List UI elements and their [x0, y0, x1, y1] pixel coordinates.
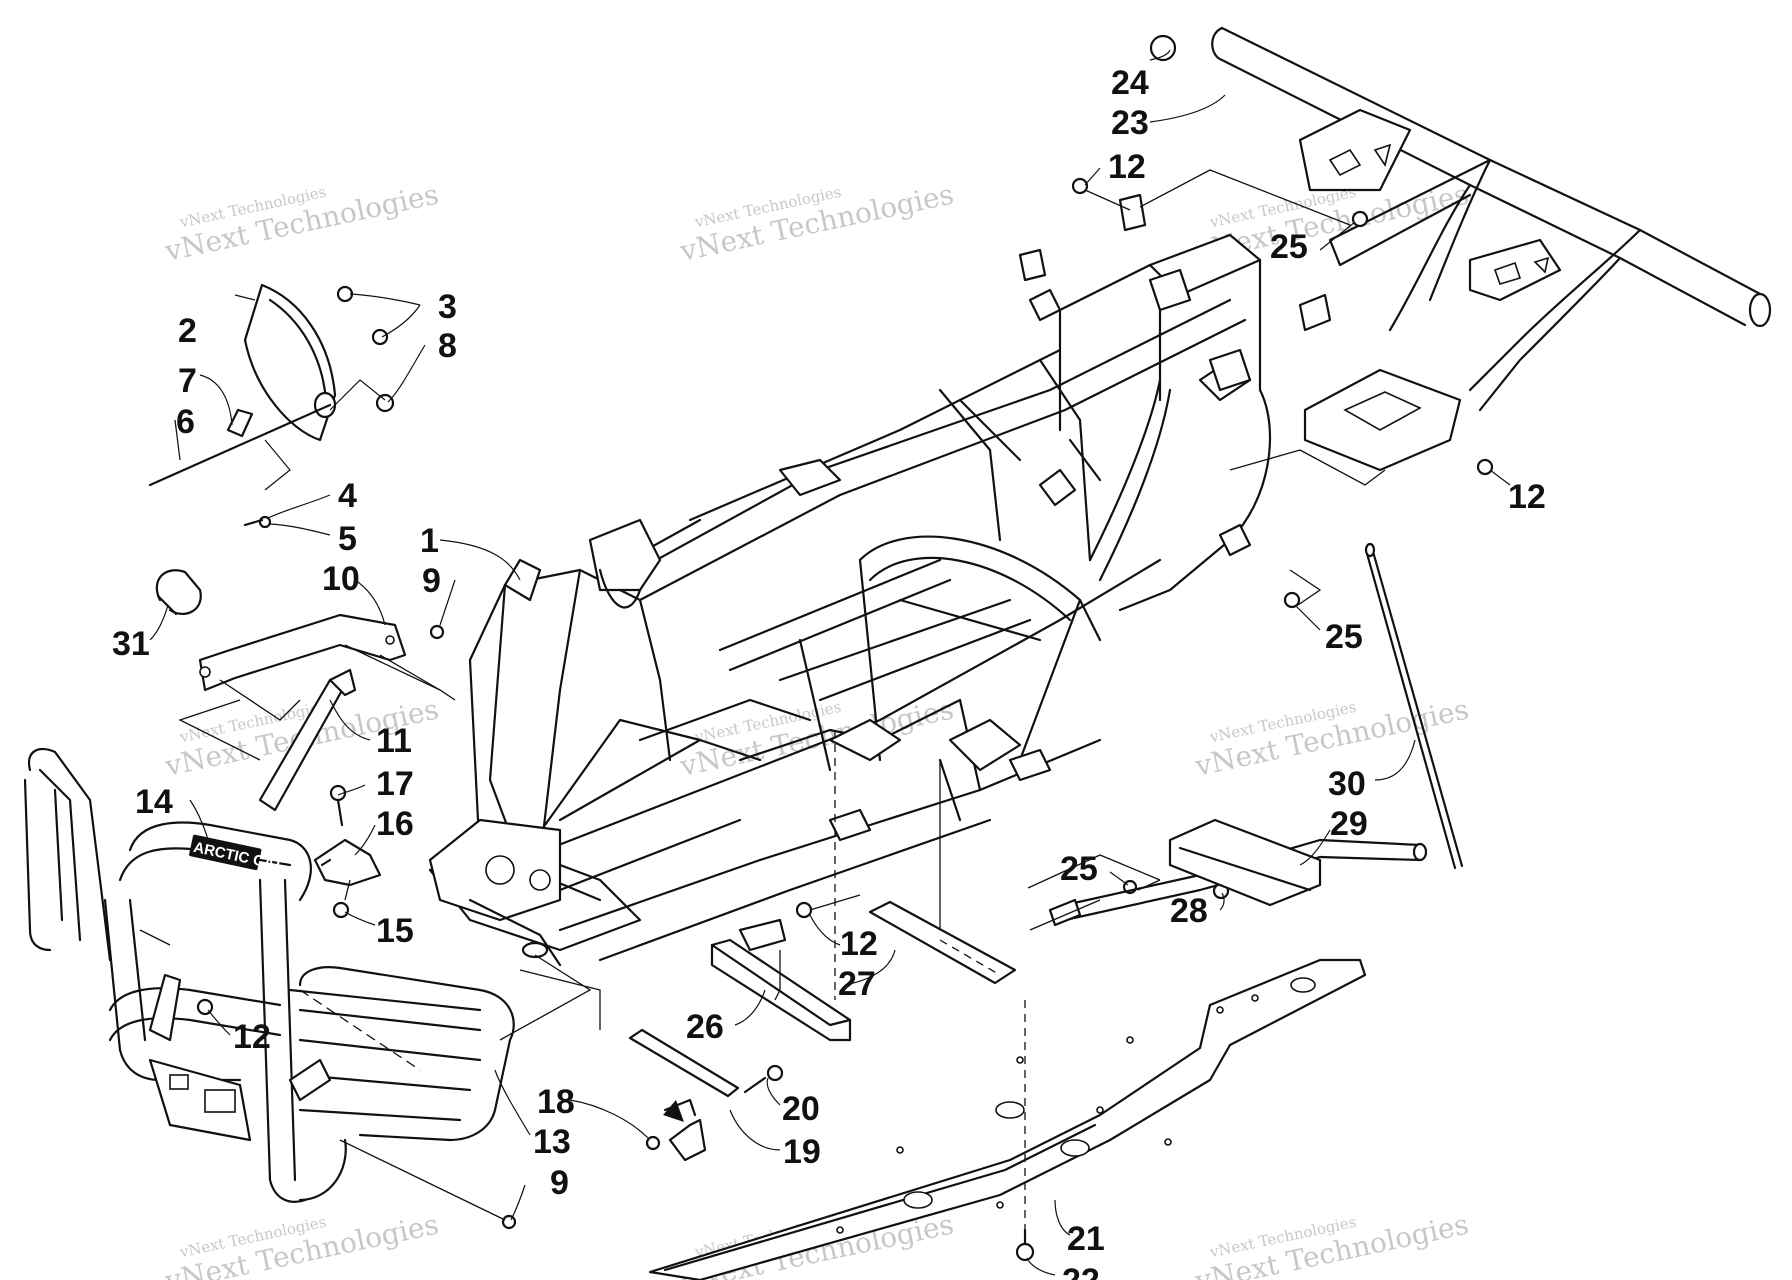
callout-13: 13	[533, 1123, 571, 1161]
callout-14: 14	[135, 783, 173, 821]
callout-25: 25	[1325, 618, 1363, 656]
callout-17: 17	[376, 765, 414, 803]
callout-25: 25	[1270, 228, 1308, 266]
bracket-19	[628, 1028, 740, 1162]
callout-30: 30	[1328, 765, 1366, 803]
strap-31	[155, 569, 202, 616]
callout-29: 29	[1330, 805, 1368, 843]
callout-26: 26	[686, 1008, 724, 1046]
headlight-assembly	[148, 283, 395, 529]
callout-9: 9	[550, 1164, 569, 1202]
brace-rod-30	[1364, 542, 1464, 870]
callout-22: 22	[1062, 1262, 1100, 1280]
watermark: vNext Technologies vNext Technologies	[677, 178, 957, 268]
callout-11: 11	[376, 722, 412, 760]
callout-12: 12	[233, 1018, 271, 1056]
callout-3: 3	[438, 288, 457, 326]
bolt-12	[1071, 177, 1089, 195]
stud-22	[1015, 1242, 1035, 1262]
callout-19: 19	[783, 1133, 821, 1171]
watermark: vNext Technologies vNext Technologies	[162, 178, 442, 268]
callout-27: 27	[838, 965, 876, 1003]
callout-4: 4	[338, 477, 357, 515]
bolt-9	[501, 1214, 517, 1230]
callout-25: 25	[1060, 850, 1098, 888]
support-brackets	[198, 613, 445, 812]
arctic-cat-badge: ARCTIC CAT	[189, 834, 284, 874]
nut-15	[332, 901, 350, 919]
front-bumper: ARCTIC CAT	[23, 747, 515, 1203]
phantom-lines	[139, 169, 1386, 1244]
bolt-20	[766, 1064, 784, 1082]
callout-12: 12	[1508, 478, 1546, 516]
callout-2: 2	[178, 312, 197, 350]
callout-9: 9	[422, 562, 441, 600]
rear-rack	[1149, 26, 1772, 472]
callout-7: 7	[178, 362, 197, 400]
skid-pad-26	[710, 938, 852, 1042]
leader-lines	[149, 49, 1511, 1276]
nut-25	[1351, 210, 1369, 228]
callout-23: 23	[1111, 104, 1149, 142]
rear-bracket-29	[1048, 818, 1428, 927]
nut-25	[1283, 591, 1301, 609]
bolt-12	[795, 901, 813, 919]
bolt-12	[1476, 458, 1494, 476]
callout-6: 6	[176, 403, 195, 441]
callout-12: 12	[1108, 148, 1146, 186]
callout-10: 10	[322, 560, 360, 598]
callout-24: 24	[1111, 64, 1149, 102]
callout-21: 21	[1067, 1220, 1105, 1258]
callout-1: 1	[420, 522, 439, 560]
callout-12: 12	[840, 925, 878, 963]
callout-15: 15	[376, 912, 414, 950]
watermark: vNext Technologies vNext Technologies	[1192, 1208, 1472, 1280]
callout-8: 8	[438, 327, 457, 365]
main-frame	[428, 193, 1332, 967]
callout-18: 18	[537, 1083, 575, 1121]
callout-labels: 24 23 12 25 12 25 3 8 2 7 6 4 5 1 10 9 3…	[112, 64, 1546, 1280]
clip-16	[313, 838, 382, 887]
cap-24	[1149, 34, 1177, 62]
callout-20: 20	[782, 1090, 820, 1128]
watermark: vNext Technologies vNext Technologies	[677, 693, 957, 783]
callout-28: 28	[1170, 892, 1208, 930]
watermark: vNext Technologies vNext Technologies	[162, 1208, 442, 1280]
callout-5: 5	[338, 520, 357, 558]
nut-18	[645, 1135, 661, 1151]
callout-31: 31	[112, 625, 150, 663]
skid-plate-21	[648, 958, 1367, 1280]
callout-16: 16	[376, 805, 414, 843]
